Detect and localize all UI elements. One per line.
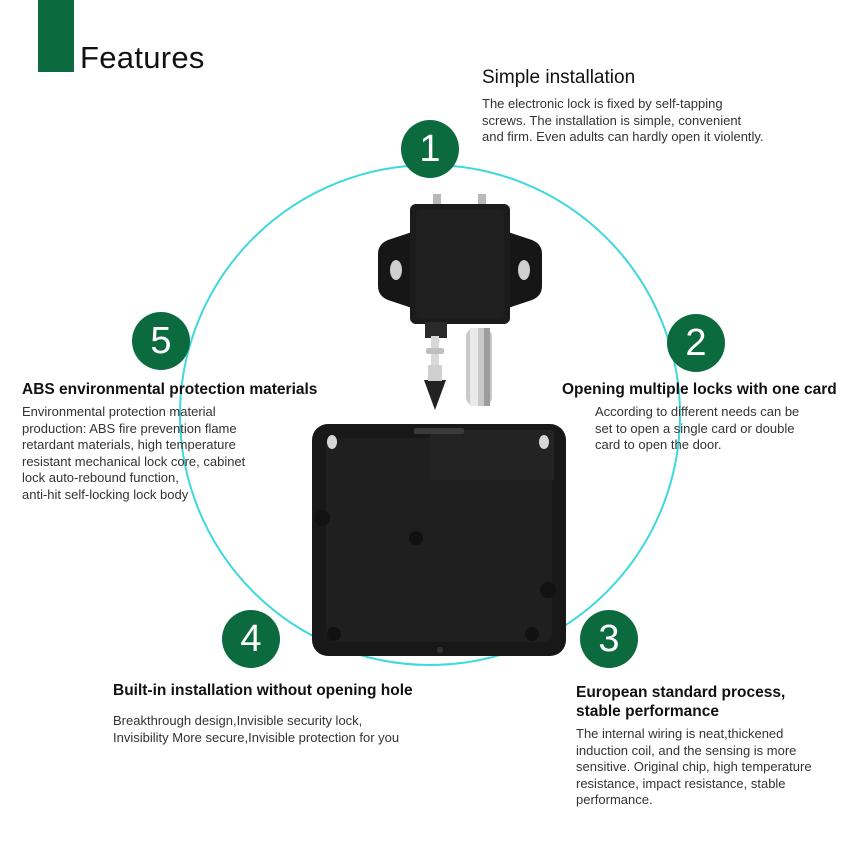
feature-2-title: Opening multiple locks with one card [562,381,837,398]
feature-3-desc-line: resistance, impact resistance, stable [576,775,786,791]
feature-1-title: Simple installation [482,67,636,88]
feature-1-desc-line: screws. The installation is simple, conv… [482,112,742,128]
feature-3-description: The internal wiring is neat,thickened in… [576,726,812,809]
feature-5-desc-line: retardant materials, high temperature [22,437,236,453]
feature-3-desc-line: induction coil, and the sensing is more [576,742,797,758]
feature-2-desc-line: set to open a single card or double [595,420,795,436]
feature-3-title: European standard process, stable perfor… [576,683,785,721]
feature-1-desc-line: and firm. Even adults can hardly open it… [482,129,764,145]
feature-5-desc-line: anti-hit self-locking lock body [22,486,189,502]
feature-2-desc-line: According to different needs can be [595,404,800,419]
feature-3-desc-line: performance. [576,792,653,808]
feature-3-title-line: stable performance [576,703,719,720]
feature-4-description: Breakthrough design,Invisible security l… [113,713,399,746]
feature-3-badge: 3 [580,610,638,668]
feature-3-desc-line: The internal wiring is neat,thickened [576,726,784,741]
feature-1-desc-line: The electronic lock is fixed by self-tap… [482,96,723,111]
feature-4-desc-line: Breakthrough design,Invisible security l… [113,713,363,728]
feature-5-badge: 5 [132,312,190,370]
feature-5-description: Environmental protection material produc… [22,404,245,504]
feature-5-desc-line: production: ABS fire prevention flame [22,420,237,436]
feature-4-desc-line: Invisibility More secure,Invisible prote… [113,729,400,745]
feature-5-desc-line: Environmental protection material [22,404,216,419]
feature-2-desc-line: card to open the door. [595,437,722,453]
feature-1-description: The electronic lock is fixed by self-tap… [482,96,764,146]
feature-3-title-line: European standard process, [576,684,786,701]
feature-3-desc-line: sensitive. Original chip, high temperatu… [576,759,812,775]
feature-5-title: ABS environmental protection materials [22,381,318,398]
feature-4-badge: 4 [222,610,280,668]
feature-5-desc-line: lock auto-rebound function, [22,470,179,486]
page-title: Features [80,40,205,75]
feature-5-desc-line: resistant mechanical lock core, cabinet [22,453,246,469]
feature-2-badge: 2 [667,314,725,372]
feature-2-description: According to different needs can be set … [595,404,799,454]
feature-1-badge: 1 [401,120,459,178]
feature-4-title: Built-in installation without opening ho… [113,682,413,699]
header-accent-bar [38,0,74,72]
